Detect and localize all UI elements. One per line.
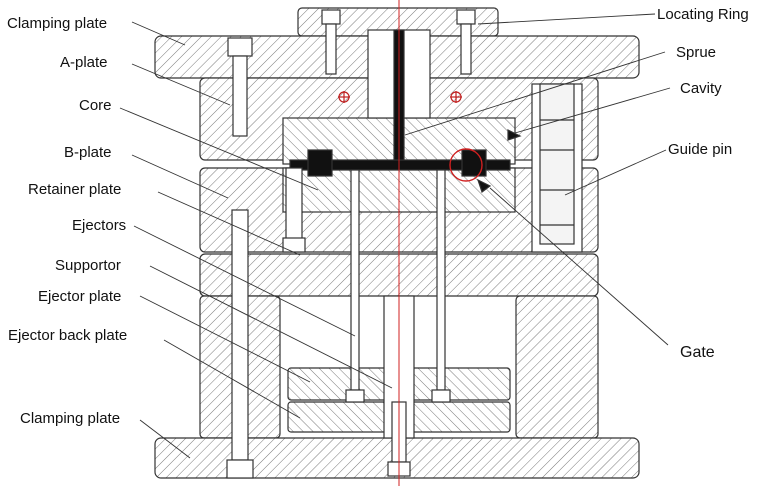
right-spacer-block: [515, 295, 599, 439]
bottom-long-screw: [231, 209, 249, 461]
label-ejector-plate: Ejector plate: [38, 288, 121, 305]
label-locating-ring: Locating Ring: [657, 6, 749, 23]
top-screw-small-left: [321, 9, 341, 25]
gate-marker: [476, 178, 492, 193]
label-gate: Gate: [680, 344, 715, 361]
label-a-plate: A-plate: [60, 54, 108, 71]
label-sprue: Sprue: [676, 44, 716, 61]
label-b-plate: B-plate: [64, 144, 112, 161]
top-screw-left: [227, 37, 253, 57]
cavity-part-left: [307, 149, 333, 177]
ejector-pin-left: [350, 169, 360, 391]
label-clamping-plate-bottom: Clamping plate: [20, 410, 120, 427]
label-ejectors: Ejectors: [72, 217, 126, 234]
ejector-pin-right: [436, 169, 446, 391]
label-cavity: Cavity: [680, 80, 722, 97]
label-ejector-back-plate: Ejector back plate: [8, 327, 127, 344]
top-screw-small-right: [456, 9, 476, 25]
ejector-pin-head-left: [345, 389, 365, 403]
label-retainer-plate: Retainer plate: [28, 181, 121, 198]
cavity-marker: [507, 129, 522, 141]
label-supportor: Supportor: [55, 257, 121, 274]
ejector-pin-head-right: [431, 389, 451, 403]
gate-circle: [449, 148, 483, 182]
runner: [289, 159, 511, 171]
label-guide-pin: Guide pin: [668, 141, 732, 158]
label-core: Core: [79, 97, 112, 114]
label-clamping-plate-top: Clamping plate: [7, 15, 107, 32]
b-plate-screw: [285, 167, 303, 241]
guide-pin: [539, 83, 575, 245]
